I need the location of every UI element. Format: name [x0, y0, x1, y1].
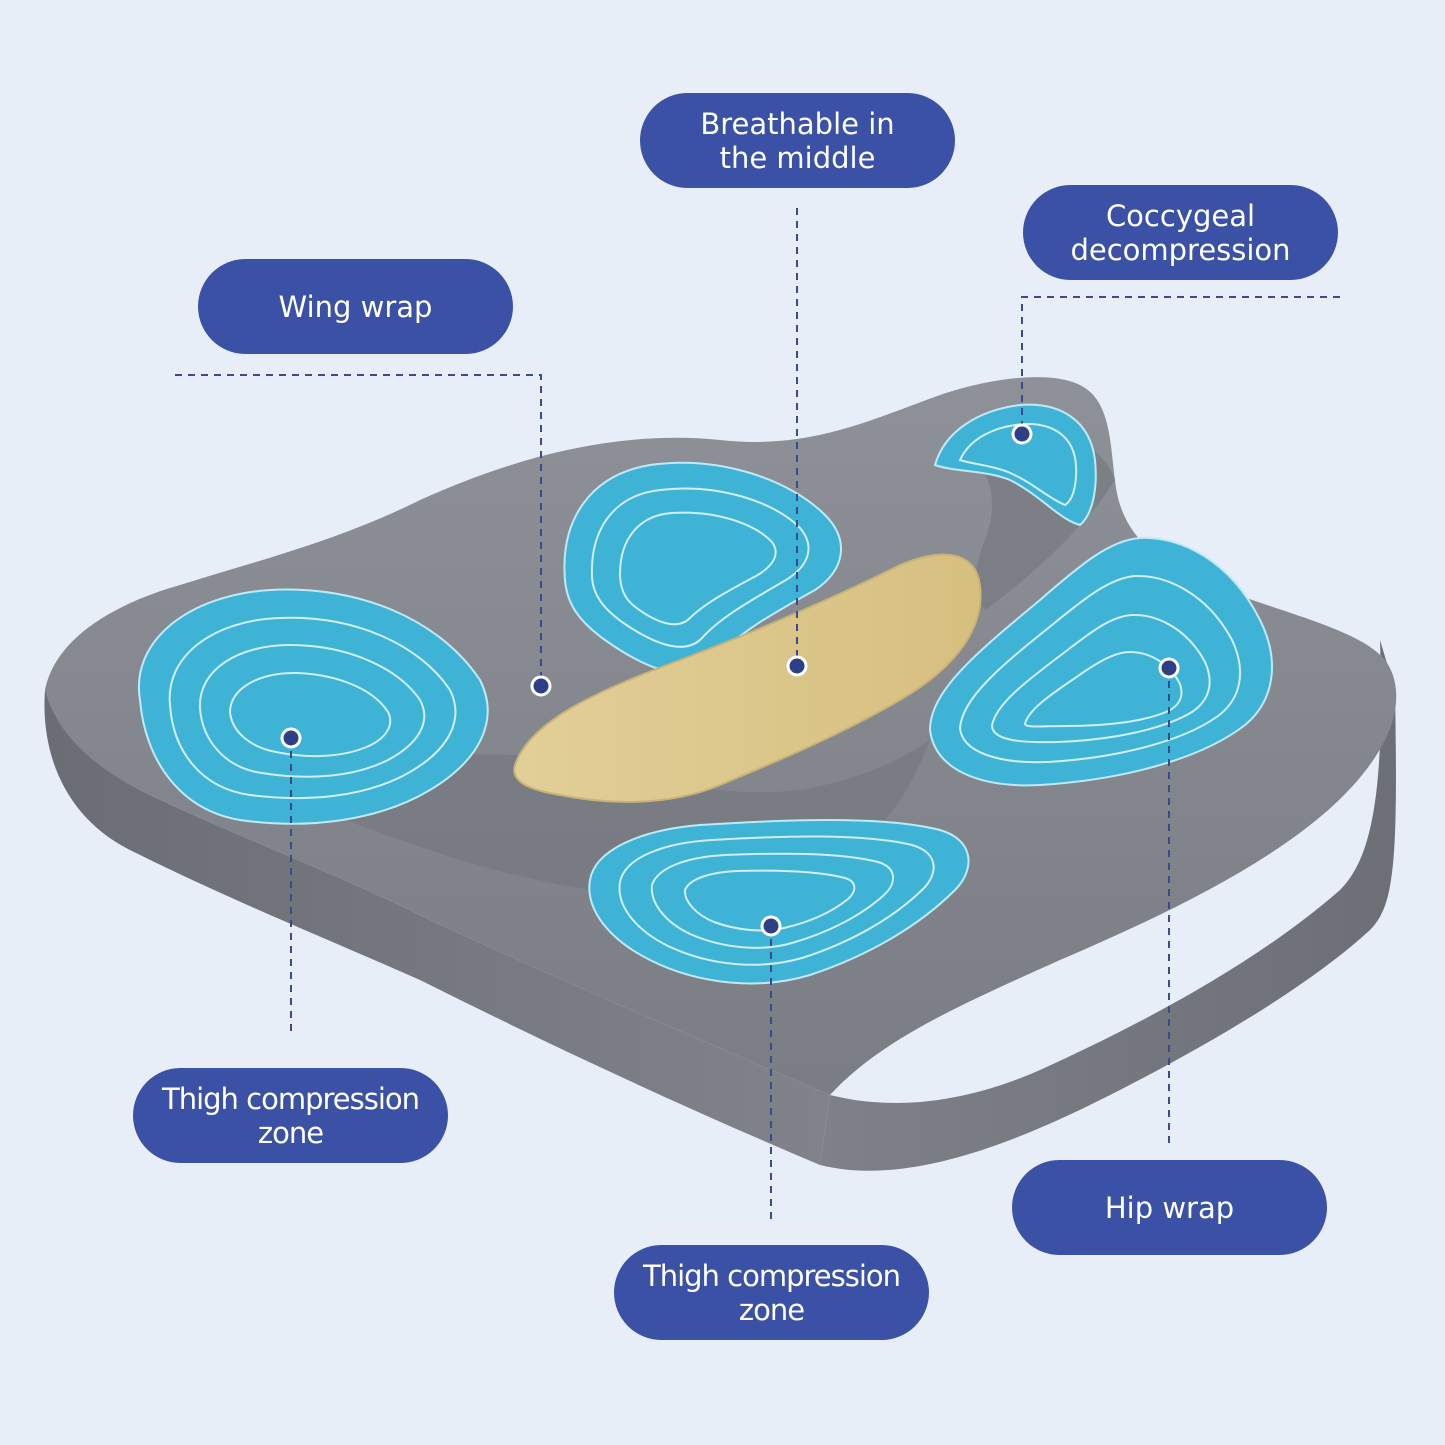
dot-thigh-left: [280, 727, 302, 749]
dot-thigh-center: [760, 915, 782, 937]
label-breathable: Breathable in the middle: [640, 93, 955, 188]
marker-dots: [280, 423, 1180, 937]
dot-hip-wrap: [1158, 657, 1180, 679]
breathable-strip: [513, 553, 982, 803]
gel-zones: [137, 403, 1273, 985]
label-thigh-left: Thigh compression zone: [133, 1068, 448, 1163]
label-thigh-center-line1: Thigh compression: [642, 1258, 901, 1293]
label-thigh-left-line1: Thigh compression: [161, 1081, 420, 1116]
label-hip-wrap: Hip wrap: [1012, 1160, 1327, 1255]
label-thigh-center-line2: zone: [738, 1292, 805, 1327]
label-breathable-line2: the middle: [719, 140, 876, 175]
gel-zone-thigh-left: [137, 588, 489, 825]
label-wing-wrap-text: Wing wrap: [278, 289, 433, 324]
label-coccygeal-line2: decompression: [1070, 232, 1291, 267]
gel-zone-hip-right: [928, 536, 1273, 787]
label-wing-wrap: Wing wrap: [198, 259, 513, 354]
dot-wing-wrap: [530, 675, 552, 697]
leader-lines: [175, 208, 1340, 1225]
dot-breathable: [786, 655, 808, 677]
leader-wing-wrap: [175, 374, 542, 686]
label-coccygeal-line1: Coccygeal: [1105, 198, 1256, 233]
dot-coccygeal: [1011, 423, 1033, 445]
label-hip-wrap-text: Hip wrap: [1104, 1190, 1235, 1225]
gel-zone-thigh-center: [588, 819, 970, 985]
label-thigh-center: Thigh compression zone: [614, 1245, 929, 1340]
cushion-side-right: [820, 640, 1396, 1171]
leader-coccygeal: [1021, 296, 1340, 434]
label-thigh-left-line2: zone: [257, 1115, 324, 1150]
label-coccygeal: Coccygeal decompression: [1023, 185, 1338, 280]
cushion-side-left: [44, 690, 830, 1165]
label-breathable-line1: Breathable in: [700, 106, 895, 141]
gel-zone-coccyx: [933, 403, 1097, 527]
